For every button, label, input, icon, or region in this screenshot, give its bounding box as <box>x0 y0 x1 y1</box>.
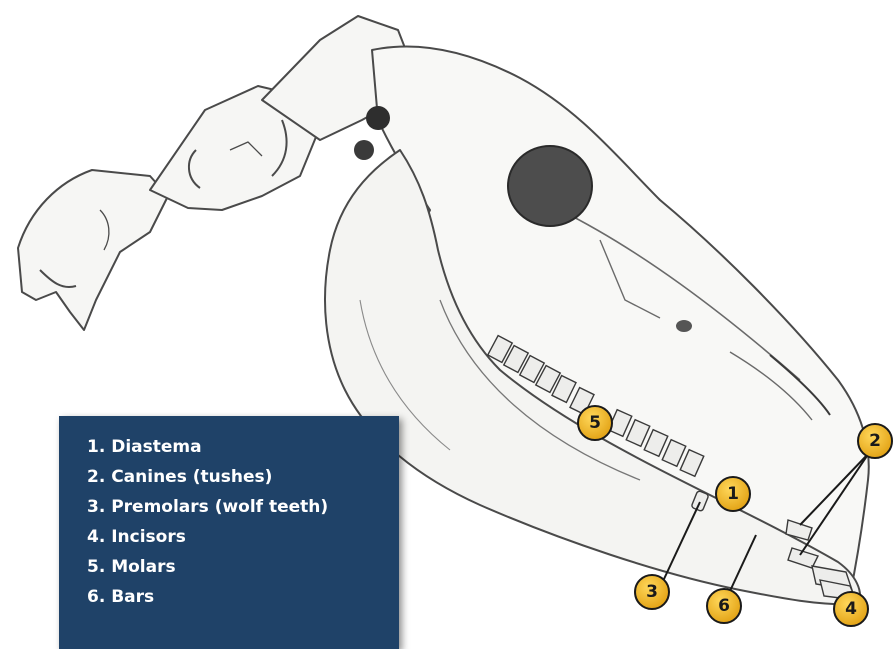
callout-label-1: 1 <box>727 484 739 504</box>
legend-panel: 1. Diastema 2. Canines (tushes) 3. Premo… <box>59 416 399 649</box>
callout-label-4: 4 <box>845 599 857 619</box>
callout-badge-4: 4 <box>834 592 868 626</box>
callout-badge-3: 3 <box>635 575 669 609</box>
callout-label-2: 2 <box>869 431 881 451</box>
callout-badge-1: 1 <box>716 477 750 511</box>
callout-label-3: 3 <box>646 582 658 602</box>
legend-item-molars: 5. Molars <box>87 552 399 582</box>
legend-item-diastema: 1. Diastema <box>87 432 399 462</box>
legend-item-canines: 2. Canines (tushes) <box>87 462 399 492</box>
callout-badge-2: 2 <box>858 424 892 458</box>
legend-list: 1. Diastema 2. Canines (tushes) 3. Premo… <box>87 432 399 612</box>
callout-label-5: 5 <box>589 413 601 433</box>
legend-item-bars: 6. Bars <box>87 582 399 612</box>
callout-label-6: 6 <box>718 596 730 616</box>
callout-badge-5: 5 <box>578 406 612 440</box>
legend-item-premolars: 3. Premolars (wolf teeth) <box>87 492 399 522</box>
legend-item-incisors: 4. Incisors <box>87 522 399 552</box>
callout-badge-6: 6 <box>707 589 741 623</box>
